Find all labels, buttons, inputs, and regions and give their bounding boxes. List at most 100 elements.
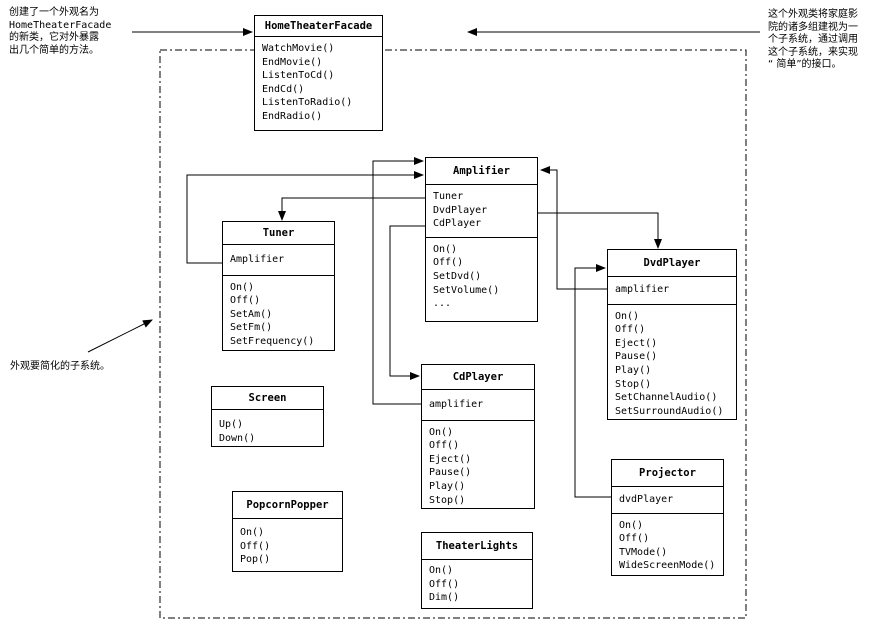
note-line: HomeTheaterFacade	[9, 19, 112, 31]
class-attributes: amplifier	[422, 390, 534, 421]
class-methods: On() Off() Pop()	[233, 519, 342, 572]
method-row: Dim()	[429, 592, 460, 604]
method-row: Pause()	[429, 467, 472, 479]
method-row: On()	[429, 565, 454, 576]
method-row: Off()	[230, 295, 261, 307]
class-methods: On() Off() SetDvd() SetVolume() ...	[426, 238, 537, 316]
note-line: 这个子系统，来实现	[768, 46, 858, 58]
connector-projector-dvdplayer	[574, 264, 611, 498]
class-name: DvdPlayer	[608, 250, 736, 277]
method-row: EndCd()	[262, 83, 305, 95]
method-row: Stop()	[615, 378, 652, 390]
method-row: ListenToRadio()	[262, 97, 353, 109]
connector-amplifier-cdplayer	[389, 225, 425, 380]
class-amplifier: Amplifier Tuner DvdPlayer CdPlayer On() …	[425, 157, 538, 322]
class-screen: Screen Up() Down()	[211, 386, 324, 447]
subsystem-boundary	[159, 49, 747, 619]
method-row: Off()	[429, 578, 460, 590]
method-row: ...	[433, 298, 452, 310]
connector-tuner-amplifier	[186, 171, 424, 264]
class-name: PopcornPopper	[233, 492, 342, 519]
method-row: ListenToCd()	[262, 70, 335, 82]
method-row: Eject()	[615, 337, 658, 349]
note-line: 出几个简单的方法。	[9, 44, 99, 56]
connector-dvdplayer-amplifier	[540, 166, 607, 290]
note-line: 创建了一个外观名为	[9, 7, 99, 18]
method-row: Down()	[219, 432, 256, 444]
class-name: Tuner	[223, 222, 334, 245]
method-row: Pause()	[615, 351, 658, 363]
method-row: SetVolume()	[433, 284, 500, 296]
class-name: CdPlayer	[422, 365, 534, 390]
method-row: Off()	[433, 257, 464, 269]
class-methods: On() Off() TVMode() WideScreenMode()	[612, 514, 723, 578]
class-home-theater-facade: HomeTheaterFacade WatchMovie() EndMovie(…	[254, 15, 383, 131]
method-row: TVMode()	[619, 546, 668, 558]
note-line: 的新类，它对外暴露	[9, 32, 99, 43]
class-methods: Up() Down()	[212, 410, 323, 450]
class-attributes: dvdPlayer	[612, 487, 723, 514]
method-row: Play()	[615, 364, 652, 376]
method-row: SetFrequency()	[230, 335, 315, 347]
note-arrow-left-mid	[87, 319, 153, 353]
connector-amplifier-tuner	[278, 197, 425, 221]
attribute-row: Tuner	[433, 191, 464, 202]
method-row: SetChannelAudio()	[615, 392, 718, 404]
method-row: Pop()	[240, 554, 271, 566]
note-line: “ 简单”的接口。	[768, 59, 842, 70]
class-name: HomeTheaterFacade	[255, 16, 382, 37]
class-cdplayer: CdPlayer amplifier On() Off() Eject() Pa…	[421, 364, 535, 509]
method-row: On()	[433, 243, 458, 255]
class-popcorn-popper: PopcornPopper On() Off() Pop()	[232, 491, 343, 572]
method-row: Off()	[240, 540, 271, 552]
attribute-row: amplifier	[429, 399, 484, 410]
connector-cdplayer-amplifier	[372, 157, 424, 405]
class-tuner: Tuner Amplifier On() Off() SetAm() SetFm…	[222, 221, 335, 351]
note-subsystem-interface: 这个外观类将家庭影 院的诸多组建视为一 个子系统，通过调用 这个子系统，来实现 …	[768, 9, 858, 72]
method-row: SetDvd()	[433, 270, 482, 282]
note-line: 外观要简化的子系统。	[10, 361, 110, 372]
method-row: On()	[240, 527, 265, 538]
attribute-row: amplifier	[615, 284, 670, 295]
class-name: TheaterLights	[422, 533, 532, 560]
class-name: Projector	[612, 460, 723, 487]
note-line: 这个外观类将家庭影	[768, 9, 858, 20]
method-row: SetFm()	[230, 322, 273, 334]
class-attributes: amplifier	[608, 277, 736, 305]
method-row: On()	[429, 426, 454, 438]
method-row: Off()	[429, 440, 460, 452]
class-attributes: Tuner DvdPlayer CdPlayer	[426, 185, 537, 238]
attribute-row: CdPlayer	[433, 218, 482, 230]
method-row: On()	[230, 281, 255, 293]
class-methods: On() Off() Eject() Pause() Play() Stop()…	[608, 305, 736, 424]
class-projector: Projector dvdPlayer On() Off() TVMode() …	[611, 459, 724, 576]
class-methods: On() Off() SetAm() SetFm() SetFrequency(…	[223, 276, 334, 354]
attribute-row: Amplifier	[230, 254, 285, 265]
connector-amplifier-dvdplayer	[538, 212, 662, 249]
method-row: EndRadio()	[262, 110, 323, 122]
method-row: Up()	[219, 419, 244, 430]
class-name: Screen	[212, 387, 323, 410]
class-name: Amplifier	[426, 158, 537, 185]
note-facade: 创建了一个外观名为 HomeTheaterFacade 的新类，它对外暴露 出几…	[9, 7, 111, 57]
note-line: 院的诸多组建视为一	[768, 21, 858, 33]
note-subsystem: 外观要简化的子系统。	[10, 361, 110, 374]
class-dvdplayer: DvdPlayer amplifier On() Off() Eject() P…	[607, 249, 737, 420]
method-row: Off()	[615, 324, 646, 336]
method-row: Play()	[429, 480, 466, 492]
method-row: SetAm()	[230, 308, 273, 320]
class-methods: WatchMovie() EndMovie() ListenToCd() End…	[255, 37, 382, 129]
method-row: Stop()	[429, 494, 466, 506]
class-theater-lights: TheaterLights On() Off() Dim()	[421, 532, 533, 609]
attribute-row: DvdPlayer	[433, 204, 488, 216]
method-row: EndMovie()	[262, 56, 323, 68]
method-row: On()	[615, 310, 640, 322]
class-methods: On() Off() Dim()	[422, 560, 532, 610]
method-row: SetSurroundAudio()	[615, 405, 724, 417]
method-row: Off()	[619, 533, 650, 545]
note-line: 个子系统，通过调用	[768, 34, 858, 45]
attribute-row: dvdPlayer	[619, 494, 674, 505]
class-methods: On() Off() Eject() Pause() Play() Stop()	[422, 421, 534, 513]
